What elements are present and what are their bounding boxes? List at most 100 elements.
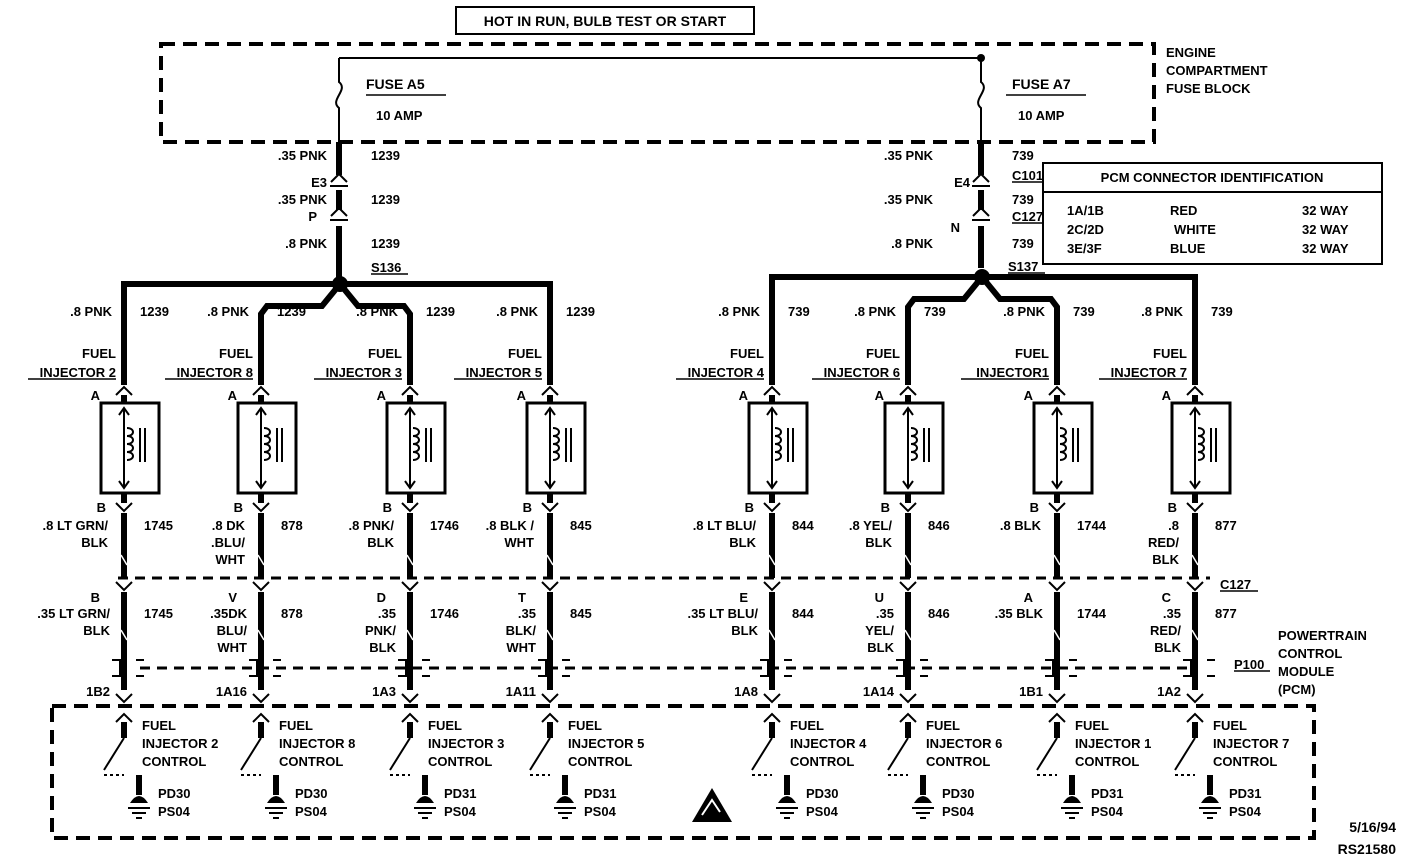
pcm-wire-label: BLK [731, 623, 758, 638]
control-label: INJECTOR 7 [1213, 736, 1289, 751]
pcm-circuit-label: 1744 [1077, 606, 1107, 621]
svg-text:739: 739 [1012, 192, 1034, 207]
right-feed: .35 PNK 739 C101 E4 .35 PNK 739 C127 N .… [884, 142, 1048, 285]
svg-text:COMPARTMENT: COMPARTMENT [1166, 63, 1268, 78]
ground-icon [778, 796, 796, 803]
feed-circuit-label: 1239 [426, 304, 455, 319]
c127-pin-label: D [377, 590, 386, 605]
pcm-pin-label: 1A14 [863, 684, 895, 699]
pcm-pin-label: 1A16 [216, 684, 247, 699]
ground-label: PS04 [1229, 804, 1262, 819]
pcm-circuit-label: 1746 [430, 606, 459, 621]
c127-pin-label: A [1024, 590, 1034, 605]
out-circuit-label: 846 [928, 518, 950, 533]
svg-text:N: N [951, 220, 960, 235]
pcm-wire-label: BLK [83, 623, 110, 638]
svg-text:32 WAY: 32 WAY [1302, 203, 1349, 218]
feed-wire [905, 275, 985, 385]
injector-name-label: INJECTOR 4 [688, 365, 765, 380]
pin-b-label: B [1030, 500, 1039, 515]
pcm-module-label: POWERTRAIN CONTROL MODULE (PCM) [1278, 628, 1367, 697]
control-label: FUEL [790, 718, 824, 733]
pcm-pin-label: 1B1 [1019, 684, 1043, 699]
feed-wire-label: .8 PNK [207, 304, 250, 319]
pin-a-label: A [739, 388, 749, 403]
feed-wire [337, 282, 413, 385]
c127-pin-label: T [518, 590, 526, 605]
out-wire-label: BLK [1152, 552, 1179, 567]
control-label: CONTROL [142, 754, 206, 769]
esd-warning-icon [692, 788, 732, 822]
svg-text:739: 739 [1012, 236, 1034, 251]
injector-coil-icon [1032, 401, 1094, 495]
ground-label: PD31 [1229, 786, 1262, 801]
left-feed: .35 PNK 1239 E3 .35 PNK 1239 P .8 PNK 12… [278, 142, 408, 292]
svg-text:CONTROL: CONTROL [1278, 646, 1342, 661]
out-circuit-label: 877 [1215, 518, 1237, 533]
pin-b-label: B [97, 500, 106, 515]
pcm-pin-label: 1A3 [372, 684, 396, 699]
ground-label: PD30 [295, 786, 328, 801]
pcm-circuit-label: 877 [1215, 606, 1237, 621]
out-wire-label: RED/ [1148, 535, 1179, 550]
title-box [455, 6, 755, 35]
svg-text:C127: C127 [1012, 209, 1043, 224]
svg-text:RED: RED [1170, 203, 1197, 218]
svg-text:C101: C101 [1012, 168, 1043, 183]
ground-icon [267, 796, 285, 803]
pcm-wire-label: BLK [1154, 640, 1181, 655]
feed-circuit-label: 739 [1073, 304, 1095, 319]
injector-name-label: FUEL [82, 346, 116, 361]
pin-b-label: B [383, 500, 392, 515]
feed-wire-label: .8 PNK [356, 304, 399, 319]
ground-label: PS04 [584, 804, 617, 819]
svg-text:.8 PNK: .8 PNK [285, 236, 328, 251]
ground-icon [1063, 796, 1081, 803]
out-wire-label: .8 LT BLU/ [693, 518, 757, 533]
svg-text:FUSE A5: FUSE A5 [366, 76, 425, 92]
pcm-wire-label: BLK/ [506, 623, 537, 638]
out-circuit-label: 1746 [430, 518, 459, 533]
fuse-a5: FUSE A5 10 AMP [335, 58, 446, 142]
pin-a-label: A [91, 388, 101, 403]
control-label: FUEL [1213, 718, 1247, 733]
ground-label: PD31 [1091, 786, 1124, 801]
control-label: CONTROL [790, 754, 854, 769]
pcm-circuit-label: 844 [792, 606, 814, 621]
control-label: CONTROL [428, 754, 492, 769]
injector-coil-icon [525, 401, 587, 495]
feed-wire [121, 281, 340, 385]
out-circuit-label: 845 [570, 518, 592, 533]
injector-name-label: FUEL [866, 346, 900, 361]
title-label: HOT IN RUN, BULB TEST OR START [484, 13, 727, 29]
pcm-wire-label: BLK [867, 640, 894, 655]
feed-circuit-label: 739 [1211, 304, 1233, 319]
svg-text:10 AMP: 10 AMP [1018, 108, 1065, 123]
pcm-wire-label: .35 [1163, 606, 1181, 621]
c127-pin-label: U [875, 590, 884, 605]
pcm-wire-label: RED/ [1150, 623, 1181, 638]
pcm-wire-label: WHT [506, 640, 536, 655]
c127-pin-label: B [91, 590, 100, 605]
pin-a-label: A [377, 388, 387, 403]
out-wire-label: .8 LT GRN/ [43, 518, 109, 533]
pcm-circuit-label: 845 [570, 606, 592, 621]
pcm-module-box [50, 704, 1316, 840]
out-wire-label: BLK [367, 535, 394, 550]
pcm-circuit-label: 878 [281, 606, 303, 621]
svg-text:739: 739 [1012, 148, 1034, 163]
footer-date: 5/16/94 [1349, 819, 1396, 835]
out-wire-label: .8 [1168, 518, 1179, 533]
injector-name-label: INJECTOR 2 [40, 365, 116, 380]
feed-wire-label: .8 PNK [70, 304, 113, 319]
ground-label: PS04 [806, 804, 839, 819]
out-wire-label: .8 BLK [1000, 518, 1042, 533]
feed-wire [979, 275, 1060, 385]
control-label: INJECTOR 8 [279, 736, 355, 751]
pcm-wire-label: WHT [217, 640, 247, 655]
pcm-pin-label: 1A2 [1157, 684, 1181, 699]
injector-name-label: FUEL [1015, 346, 1049, 361]
